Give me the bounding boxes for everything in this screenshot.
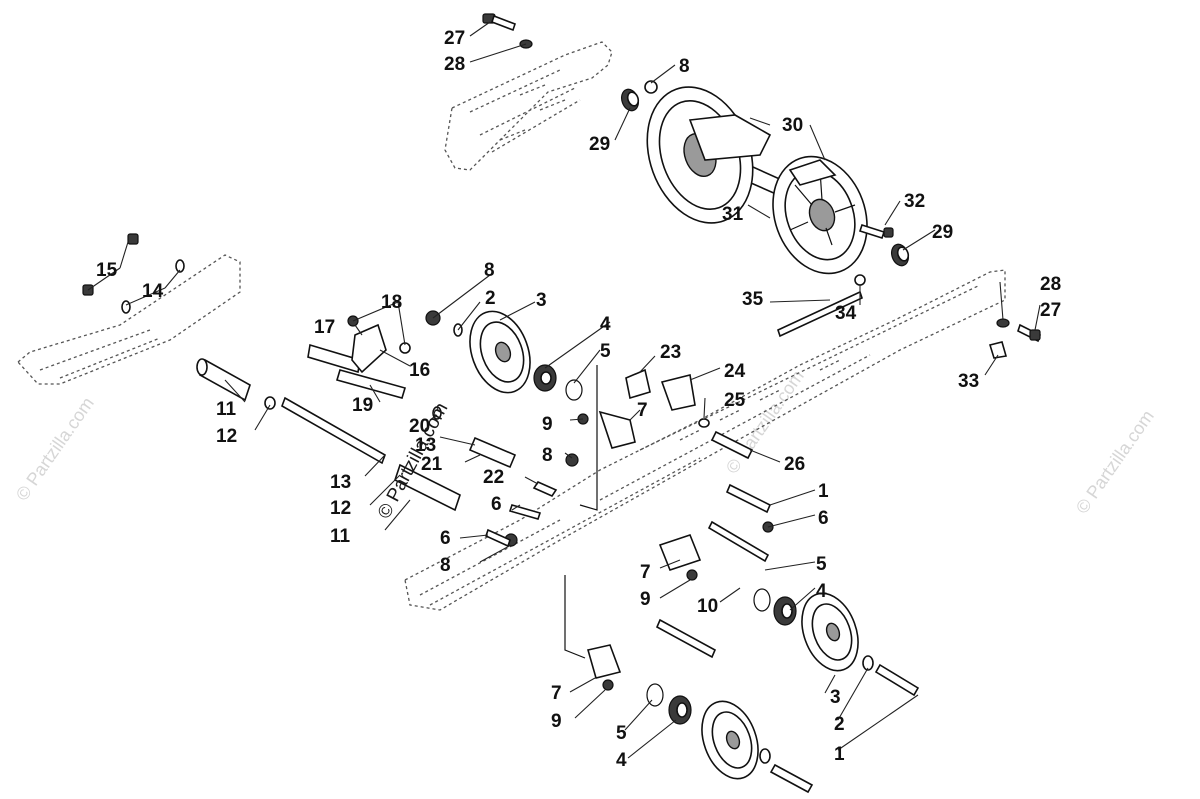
callout-29: 29	[589, 134, 610, 155]
callout-1: 1	[818, 481, 829, 502]
callout-7b: 7	[640, 562, 651, 583]
callout-28b: 28	[1040, 274, 1061, 295]
upper-rail-frame	[444, 41, 613, 171]
callout-3: 3	[536, 290, 547, 311]
watermark-right: © Partzilla.com	[1072, 406, 1158, 517]
callout-35: 35	[742, 289, 764, 310]
callout-28: 28	[444, 54, 465, 75]
background-watermarks: © Partzilla.com © Partzilla.com © Partzi…	[12, 366, 1158, 517]
callout-16: 16	[409, 360, 430, 381]
callout-15: 15	[96, 260, 118, 281]
callout-2b: 2	[834, 714, 845, 735]
callout-6: 6	[491, 494, 502, 515]
callout-9: 9	[542, 414, 553, 435]
callout-7c: 7	[551, 683, 562, 704]
callout-6c: 6	[440, 528, 451, 549]
callout-13b: 13	[330, 472, 351, 493]
callout-5b: 5	[816, 554, 827, 575]
callout-31: 31	[722, 204, 744, 225]
callout-19: 19	[352, 395, 373, 416]
callout-3b: 3	[830, 687, 841, 708]
callout-4c: 4	[616, 750, 627, 771]
bearing-29-parts	[620, 88, 910, 267]
middle-fasteners	[485, 483, 774, 659]
drive-sprocket-assembly	[646, 86, 868, 275]
lower-idler-wheels	[586, 592, 920, 794]
callout-7: 7	[637, 400, 648, 421]
callout-30: 30	[782, 115, 803, 136]
callout-29b: 29	[932, 222, 953, 243]
callout-18: 18	[381, 292, 402, 313]
callout-11b: 11	[330, 526, 351, 547]
callout-9b: 9	[640, 589, 651, 610]
watermark-left: © Partzilla.com	[12, 393, 98, 504]
callout-10: 10	[697, 596, 718, 617]
callout-26: 26	[784, 454, 805, 475]
upper-idler-wheel	[425, 310, 754, 520]
callout-8c: 8	[542, 445, 553, 466]
left-shaft-group	[82, 233, 517, 512]
callout-5: 5	[600, 341, 611, 362]
callout-9c: 9	[551, 711, 562, 732]
callout-21: 21	[421, 454, 443, 475]
callout-23: 23	[660, 342, 681, 363]
callout-25: 25	[724, 390, 746, 411]
callout-12b: 12	[330, 498, 351, 519]
main-rail-frame	[404, 269, 1006, 611]
callout-24: 24	[724, 361, 746, 382]
callout-2: 2	[485, 288, 496, 309]
callout-34: 34	[835, 303, 857, 324]
leader-lines	[87, 21, 1041, 759]
callout-27: 27	[444, 28, 465, 49]
callout-5c: 5	[616, 723, 627, 744]
callout-8d: 8	[440, 555, 451, 576]
callout-33: 33	[958, 371, 979, 392]
callout-27b: 27	[1040, 300, 1061, 321]
callout-6b: 6	[818, 508, 829, 529]
callout-22: 22	[483, 467, 504, 488]
callout-8: 8	[679, 56, 690, 77]
callout-14: 14	[142, 281, 164, 302]
callout-32: 32	[904, 191, 925, 212]
callout-4: 4	[600, 314, 611, 335]
callout-labels: 27 28 8 30 29 31 32 29 28 27 35 34 33 15…	[96, 28, 1061, 771]
callout-11: 11	[216, 399, 237, 420]
callout-13: 13	[415, 435, 436, 456]
callout-8b: 8	[484, 260, 495, 281]
callout-20: 20	[409, 416, 430, 437]
left-rail-frame	[17, 254, 241, 385]
callout-4b: 4	[816, 581, 827, 602]
callout-1b: 1	[834, 744, 845, 765]
callout-17: 17	[314, 317, 335, 338]
callout-12: 12	[216, 426, 237, 447]
